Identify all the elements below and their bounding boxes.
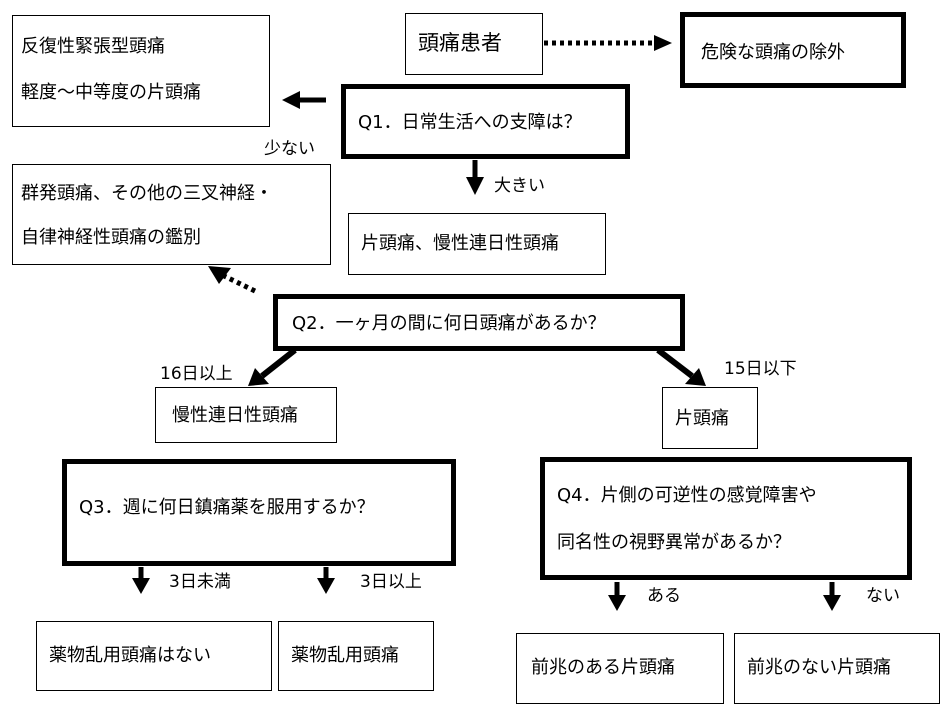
arrow-q3-lt3: [132, 567, 150, 594]
node-migraine: 片頭痛: [662, 387, 758, 449]
edge-label-ge3: 3日以上: [360, 572, 422, 592]
edge-label-ge16: 16日以上: [160, 364, 233, 384]
node-exclude: 危険な頭痛の除外: [680, 12, 906, 88]
node-q2-label: Q2．一ヶ月の間に何日頭痛があるか？: [292, 313, 606, 334]
edge-label-le15: 15日以下: [724, 359, 797, 379]
node-tension: 反復性緊張型頭痛 軽度〜中等度の片頭痛: [12, 15, 270, 127]
node-no-aura-label: 前兆のない片頭痛: [747, 657, 891, 678]
arrow-q1-to-tension: [282, 91, 326, 109]
node-cluster-line1: 群発頭痛、その他の三叉神経・: [21, 183, 273, 204]
node-start-label: 頭痛患者: [418, 31, 502, 55]
node-start: 頭痛患者: [405, 13, 543, 75]
node-cluster: 群発頭痛、その他の三叉神経・ 自律神経性頭痛の鑑別: [12, 164, 331, 265]
node-no-moh: 薬物乱用頭痛はない: [36, 621, 272, 691]
node-q1-label: Q1．日常生活への支障は？: [358, 112, 582, 133]
edge-label-lt3: 3日未満: [169, 572, 231, 592]
node-q2: Q2．一ヶ月の間に何日頭痛があるか？: [273, 294, 685, 351]
arrow-q3-ge3: [317, 567, 335, 594]
node-q1: Q1．日常生活への支障は？: [341, 84, 630, 159]
node-q4: Q4．片側の可逆性の感覚障害や 同名性の視野異常があるか？: [540, 457, 912, 580]
node-chronic-daily: 慢性連日性頭痛: [155, 387, 337, 443]
node-no-moh-label: 薬物乱用頭痛はない: [49, 645, 211, 666]
node-aura: 前兆のある片頭痛: [516, 633, 724, 704]
node-aura-label: 前兆のある片頭痛: [531, 657, 675, 678]
node-tension-line1: 反復性緊張型頭痛: [21, 36, 165, 57]
node-q4-line1: Q4．片側の可逆性の感覚障害や: [557, 485, 817, 506]
edge-label-large: 大きい: [494, 176, 545, 196]
edge-label-no: ない: [866, 586, 900, 606]
arrow-q4-yes: [608, 582, 626, 611]
node-migraine-label: 片頭痛: [675, 408, 729, 429]
arrow-q2-to-chronic-daily: [248, 347, 297, 386]
arrow-q4-no: [823, 582, 841, 611]
edge-label-yes: ある: [647, 586, 681, 606]
node-chronic-daily-label: 慢性連日性頭痛: [172, 405, 298, 426]
node-q4-line2: 同名性の視野異常があるか？: [557, 532, 791, 553]
node-exclude-label: 危険な頭痛の除外: [701, 42, 845, 63]
edge-label-few: 少ない: [264, 139, 315, 159]
arrow-q2-to-migraine: [656, 347, 706, 386]
node-moh-label: 薬物乱用頭痛: [291, 645, 399, 666]
arrow-q1-down: [466, 160, 484, 195]
arrow-q2-to-cluster: [208, 266, 257, 294]
node-tension-line2: 軽度〜中等度の片頭痛: [21, 82, 201, 103]
node-cluster-line2: 自律神経性頭痛の鑑別: [21, 227, 201, 248]
arrow-start-to-exclude: [544, 35, 672, 51]
node-moh: 薬物乱用頭痛: [278, 621, 434, 691]
node-q3: Q3．週に何日鎮痛薬を服用するか？: [62, 459, 456, 566]
node-migraine-chronic: 片頭痛、慢性連日性頭痛: [348, 213, 606, 275]
node-no-aura: 前兆のない片頭痛: [734, 633, 940, 704]
node-q3-label: Q3．週に何日鎮痛薬を服用するか？: [79, 497, 375, 518]
node-migraine-chronic-label: 片頭痛、慢性連日性頭痛: [361, 233, 559, 254]
